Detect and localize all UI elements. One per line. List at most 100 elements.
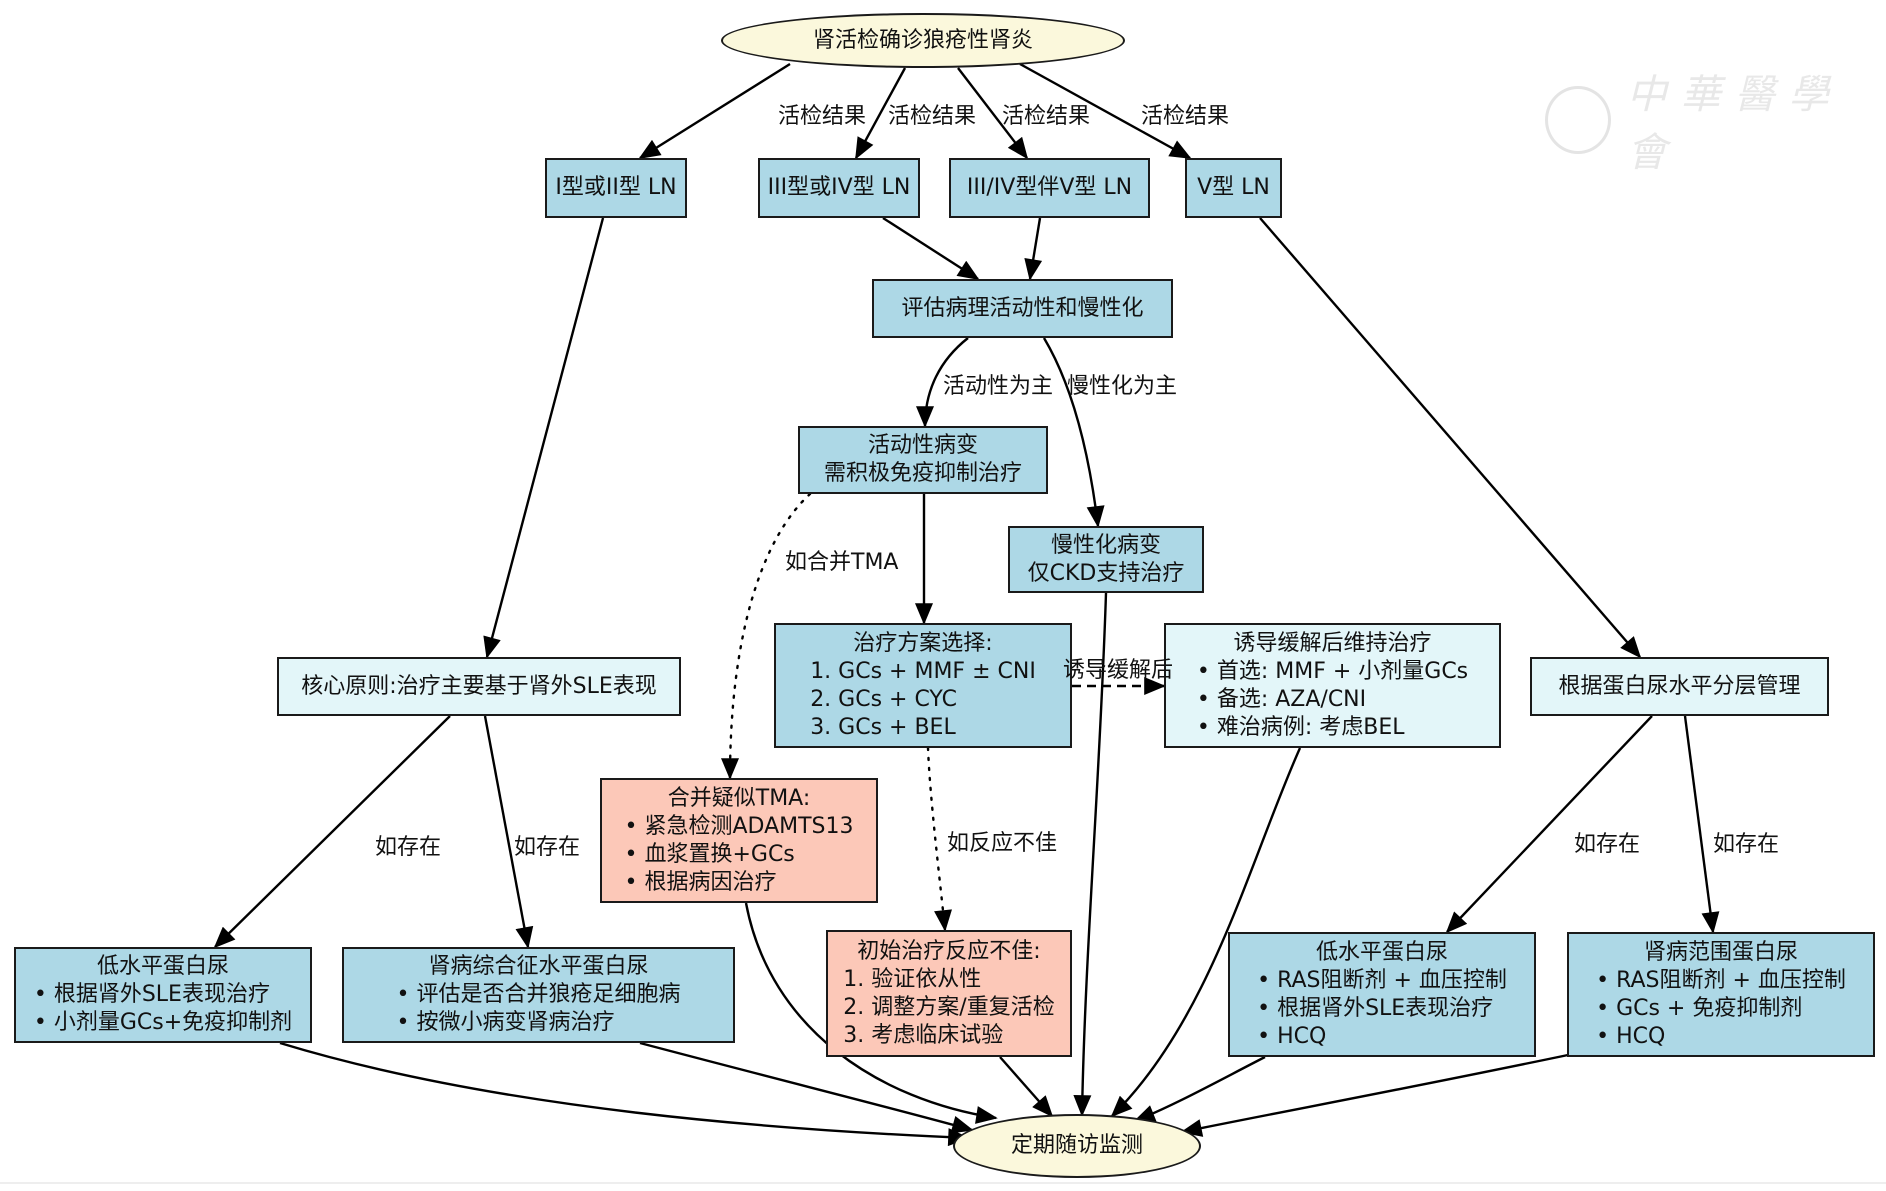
node-end: 定期随访监测 — [953, 1114, 1201, 1178]
node-nephrotic-right-title: 肾病范围蛋白尿 — [1643, 939, 1798, 965]
edge-class34v-assess — [1024, 217, 1043, 281]
node-assess-label: 评估病理活动性和慢性化 — [901, 295, 1144, 321]
cma-seal-icon — [1545, 86, 1611, 154]
edge-nephright-end — [1180, 1053, 1569, 1137]
edge-nephleft-end — [639, 1041, 974, 1134]
edge-label-chronic-main: 慢性化为主 — [1067, 374, 1178, 399]
node-regimen-item: 1. GCs + MMF ± CNI — [810, 658, 1036, 684]
node-low-left: 低水平蛋白尿 根据肾外SLE表现治疗 小剂量GCs+免疫抑制剂 — [14, 947, 312, 1043]
node-poor-title: 初始治疗反应不佳: — [857, 938, 1041, 964]
node-class5-label: V型 LN — [1197, 175, 1270, 200]
edge-label-after-induction: 诱导缓解后 — [1063, 658, 1174, 683]
node-maintenance-item: 备选: AZA/CNI — [1197, 686, 1468, 714]
edge-label-if-present: 如存在 — [375, 835, 442, 860]
bottom-divider — [0, 1182, 1886, 1184]
node-stratify-label: 根据蛋白尿水平分层管理 — [1558, 673, 1801, 699]
node-nephrotic-right-item: RAS阻断剂 + 血压控制 — [1596, 967, 1846, 995]
watermark: 中華醫學會 — [1545, 62, 1886, 178]
node-tma-title: 合并疑似TMA: — [667, 785, 811, 811]
node-nephrotic-right-item: GCs + 免疫抑制剂 — [1596, 995, 1846, 1023]
edge-label-if-present: 如存在 — [1574, 832, 1641, 857]
node-low-right-item: RAS阻断剂 + 血压控制 — [1257, 967, 1507, 995]
edge-class12-core — [483, 217, 605, 659]
edge-chronic-end — [1073, 592, 1108, 1117]
edge-core-nephleft — [483, 715, 534, 949]
node-nephrotic-left-item: 按微小病变肾病治疗 — [397, 1009, 681, 1037]
node-low-left-item: 根据肾外SLE表现治疗 — [34, 981, 292, 1009]
edge-class34-assess — [882, 216, 980, 281]
watermark-text: 中華醫學會 — [1626, 72, 1843, 176]
node-tma-item: 紧急检测ADAMTS13 — [624, 813, 853, 841]
node-start-label: 肾活检确诊狼疮性肾炎 — [812, 27, 1033, 53]
edge-lowleft-end — [279, 1041, 970, 1147]
edge-label-biopsy: 活检结果 — [888, 104, 977, 129]
node-chronic: 慢性化病变 仅CKD支持治疗 — [1008, 526, 1204, 593]
node-class5: V型 LN — [1185, 158, 1282, 218]
node-assess: 评估病理活动性和慢性化 — [872, 279, 1173, 338]
edge-label-biopsy: 活检结果 — [1141, 104, 1230, 129]
edge-label-active-main: 活动性为主 — [943, 374, 1054, 399]
edge-assess-active — [916, 337, 969, 428]
node-nephrotic-left-item: 评估是否合并狼疮足细胞病 — [397, 981, 680, 1009]
edge-start-class34v — [957, 67, 1029, 160]
node-low-left-title: 低水平蛋白尿 — [96, 954, 229, 979]
edge-stratify-lowright — [1445, 715, 1653, 934]
node-poor-item: 2. 调整方案/重复活检 — [843, 994, 1055, 1020]
node-core: 核心原则:治疗主要基于肾外SLE表现 — [277, 657, 681, 716]
edge-class5-stratify — [1259, 217, 1642, 659]
edge-core-lowleft — [213, 715, 451, 949]
node-start: 肾活检确诊狼疮性肾炎 — [721, 13, 1125, 68]
edge-start-class12 — [638, 62, 791, 160]
node-class12-label: I型或II型 LN — [555, 175, 677, 200]
node-poor-item: 1. 验证依从性 — [843, 966, 982, 992]
node-class34v: III/IV型伴V型 LN — [949, 158, 1150, 218]
node-low-right: 低水平蛋白尿 RAS阻断剂 + 血压控制 根据肾外SLE表现治疗 HCQ — [1228, 932, 1536, 1057]
edge-assess-chronic — [1042, 337, 1105, 528]
node-maintenance: 诱导缓解后维持治疗 首选: MMF + 小剂量GCs 备选: AZA/CNI 难… — [1164, 623, 1501, 748]
node-class34: III型或IV型 LN — [758, 158, 920, 218]
edge-regimen-poor — [926, 746, 952, 932]
node-class34v-label: III/IV型伴V型 LN — [966, 175, 1133, 200]
edge-label-biopsy: 活检结果 — [1002, 104, 1091, 129]
edge-start-class34 — [854, 67, 907, 160]
edge-active-tma — [721, 492, 812, 780]
edge-maintenance-end — [1110, 747, 1302, 1118]
node-maintenance-item: 首选: MMF + 小剂量GCs — [1197, 658, 1468, 686]
node-nephrotic-right: 肾病范围蛋白尿 RAS阻断剂 + 血压控制 GCs + 免疫抑制剂 HCQ — [1567, 932, 1875, 1057]
node-maintenance-title: 诱导缓解后维持治疗 — [1233, 630, 1432, 656]
node-chronic-line2: 仅CKD支持治疗 — [1027, 560, 1185, 586]
edge-label-if-present: 如存在 — [514, 835, 581, 860]
node-regimen-item: 3. GCs + BEL — [810, 714, 956, 740]
node-regimen-title: 治疗方案选择: — [853, 630, 993, 656]
node-nephrotic-right-item: HCQ — [1596, 1023, 1846, 1051]
node-chronic-line1: 慢性化病变 — [1050, 532, 1161, 558]
node-class34-label: III型或IV型 LN — [767, 175, 911, 200]
node-tma-item: 根据病因治疗 — [624, 869, 853, 897]
node-maintenance-item: 难治病例: 考虑BEL — [1197, 714, 1468, 742]
node-low-left-item: 小剂量GCs+免疫抑制剂 — [34, 1009, 292, 1037]
node-regimen-item: 2. GCs + CYC — [810, 686, 958, 712]
node-low-right-title: 低水平蛋白尿 — [1315, 939, 1448, 965]
node-nephrotic-left: 肾病综合征水平蛋白尿 评估是否合并狼疮足细胞病 按微小病变肾病治疗 — [342, 947, 735, 1043]
node-end-label: 定期随访监测 — [1010, 1133, 1143, 1158]
node-active-line1: 活动性病变 — [867, 433, 978, 458]
edge-stratify-nephright — [1683, 715, 1720, 934]
node-active-line2: 需积极免疫抑制治疗 — [823, 461, 1022, 486]
node-tma: 合并疑似TMA: 紧急检测ADAMTS13 血浆置换+GCs 根据病因治疗 — [600, 778, 878, 903]
edge-start-class5 — [1019, 62, 1192, 160]
node-regimen: 治疗方案选择: 1. GCs + MMF ± CNI 2. GCs + CYC … — [774, 623, 1072, 748]
edge-label-biopsy: 活检结果 — [778, 104, 867, 129]
edge-label-if-tma: 如合并TMA — [785, 550, 899, 575]
node-poor-response: 初始治疗反应不佳: 1. 验证依从性 2. 调整方案/重复活检 3. 考虑临床试… — [826, 930, 1072, 1057]
edge-label-if-poor: 如反应不佳 — [947, 831, 1058, 856]
node-core-label: 核心原则:治疗主要基于肾外SLE表现 — [301, 673, 657, 699]
edge-poor-end — [999, 1056, 1054, 1118]
node-stratify: 根据蛋白尿水平分层管理 — [1530, 657, 1829, 716]
node-class12: I型或II型 LN — [545, 158, 687, 218]
edge-lowright-end — [1133, 1055, 1266, 1123]
edge-label-if-present: 如存在 — [1713, 832, 1780, 857]
node-active: 活动性病变 需积极免疫抑制治疗 — [798, 426, 1048, 494]
node-poor-item: 3. 考虑临床试验 — [843, 1022, 1004, 1048]
node-low-right-item: HCQ — [1257, 1023, 1507, 1051]
node-nephrotic-left-title: 肾病综合征水平蛋白尿 — [428, 954, 649, 979]
